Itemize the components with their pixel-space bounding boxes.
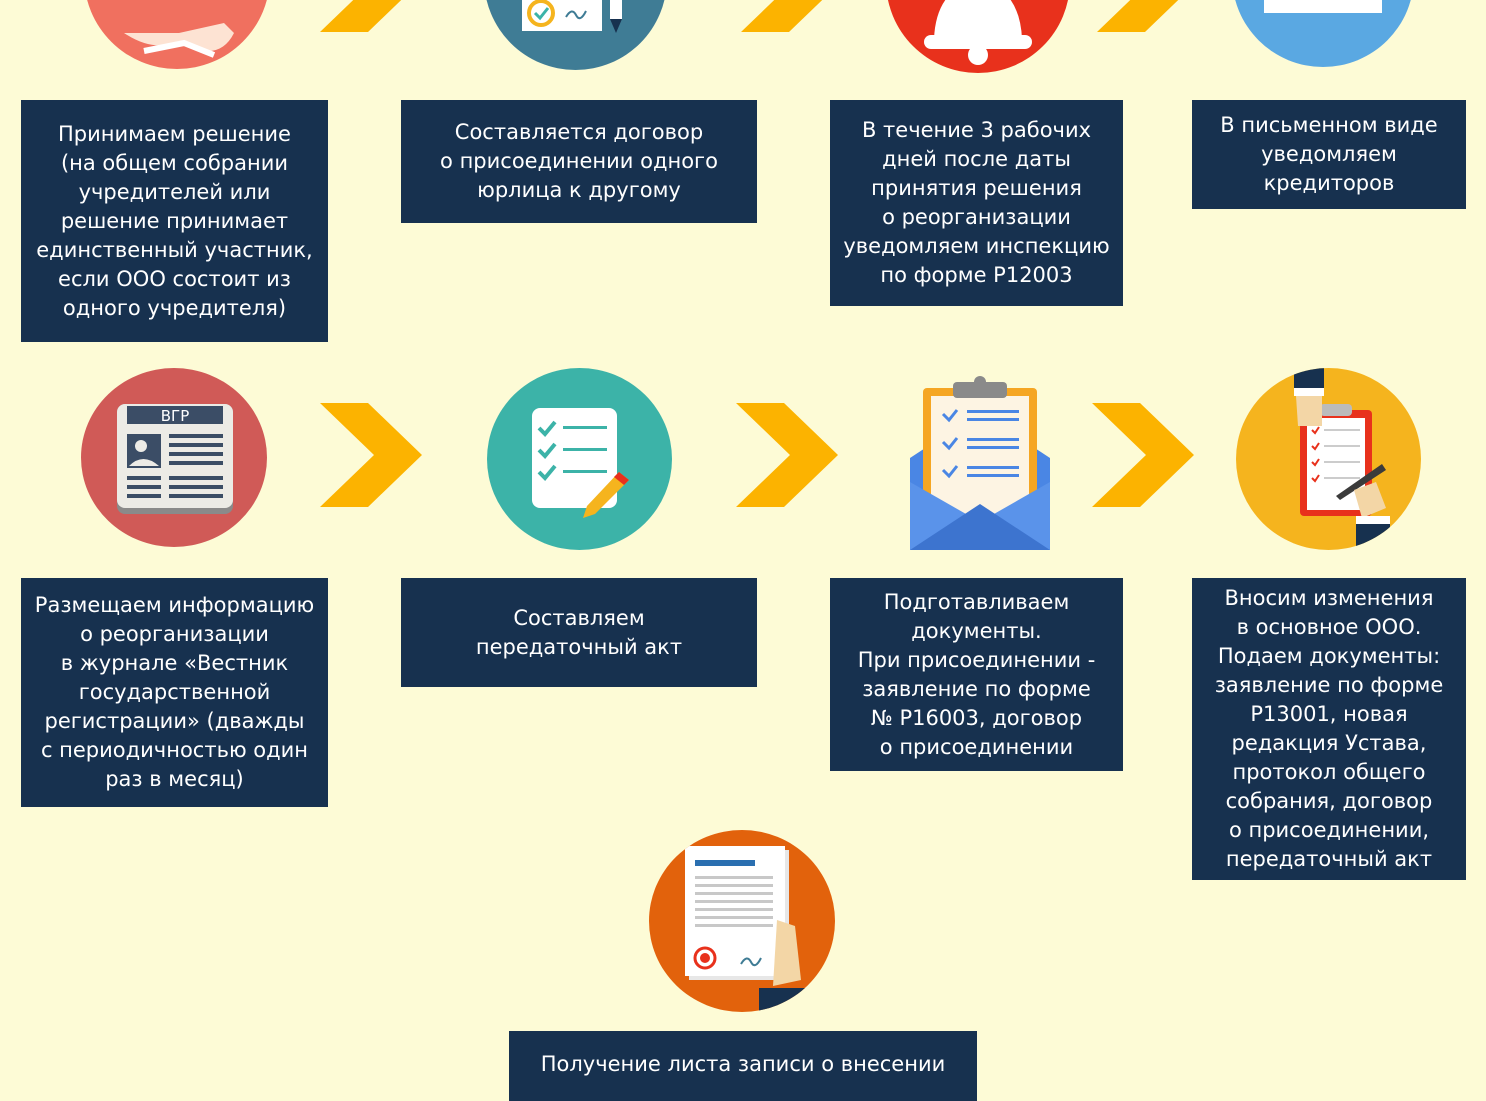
step-2-label: Составляется договор о присоединении одн…: [440, 120, 718, 202]
clipboard-hands-icon: [1294, 368, 1390, 550]
step-9-icon-circle: [649, 830, 835, 1012]
step-9-text: Получение листа записи о внесении: [509, 1031, 977, 1101]
step-9-label: Получение листа записи о внесении: [540, 1052, 946, 1076]
step-4-label: В письменном виде уведомляем кредиторов: [1220, 113, 1438, 195]
step-1-label: Принимаем решение (на общем собрании учр…: [36, 121, 313, 320]
step-2-text: Составляется договор о присоединении одн…: [401, 100, 757, 223]
chevron-right-icon: [1092, 403, 1194, 507]
handshake-icon: [124, 23, 234, 58]
arrow-2: [741, 0, 843, 32]
step-3-text: В течение 3 рабочих дней после даты прин…: [830, 100, 1123, 306]
bell-icon: [924, 0, 1032, 65]
step-6-icon-circle: [487, 368, 672, 550]
step-5-label: Размещаем информацию о реорганизации в ж…: [34, 593, 315, 791]
arrow-4: [320, 403, 422, 507]
step-8-icon-circle: [1236, 368, 1421, 550]
contract-signing-icon: [522, 0, 622, 33]
arrow-5: [736, 403, 838, 507]
chevron-right-icon: [320, 0, 402, 32]
step-7-text: Подготавливаем документы. При присоедине…: [830, 578, 1123, 771]
step-2-icon-circle: [484, 0, 667, 70]
step-5-icon-circle: ВГР: [81, 368, 267, 547]
step-3-icon-circle: [886, 0, 1070, 73]
step-3-label: В течение 3 рабочих дней после даты прин…: [843, 118, 1110, 287]
step-8-label: Вносим изменения в основное ООО. Подаем …: [1214, 586, 1444, 871]
chevron-right-icon: [741, 0, 823, 32]
arrow-1: [320, 0, 422, 32]
chevron-right-icon: [320, 403, 422, 507]
chevron-right-icon: [1097, 0, 1179, 32]
step-4-icon-circle: [1232, 0, 1414, 67]
step-5-text: Размещаем информацию о реорганизации в ж…: [21, 578, 328, 807]
envelope-clipboard-icon: [910, 376, 1050, 550]
arrow-6: [1092, 403, 1194, 507]
step-4-text: В письменном виде уведомляем кредиторов: [1192, 100, 1466, 209]
step-1-icon-circle: [84, 0, 270, 69]
arrow-3: [1097, 0, 1199, 32]
step-8-text: Вносим изменения в основное ООО. Подаем …: [1192, 578, 1466, 880]
step-7-icon: [905, 372, 1055, 552]
certificate-icon: [685, 846, 805, 1012]
step-1-text: Принимаем решение (на общем собрании учр…: [21, 100, 328, 342]
newspaper-icon: ВГР: [117, 404, 233, 514]
step-7-label: Подготавливаем документы. При присоедине…: [857, 589, 1096, 759]
checklist-icon: [532, 408, 629, 518]
letter-icon: [1264, 0, 1382, 13]
step-6-label: Составляем передаточный акт: [475, 605, 683, 659]
step-6-text: Составляем передаточный акт: [401, 578, 757, 687]
chevron-right-icon: [736, 403, 838, 507]
newspaper-title: ВГР: [161, 407, 189, 425]
